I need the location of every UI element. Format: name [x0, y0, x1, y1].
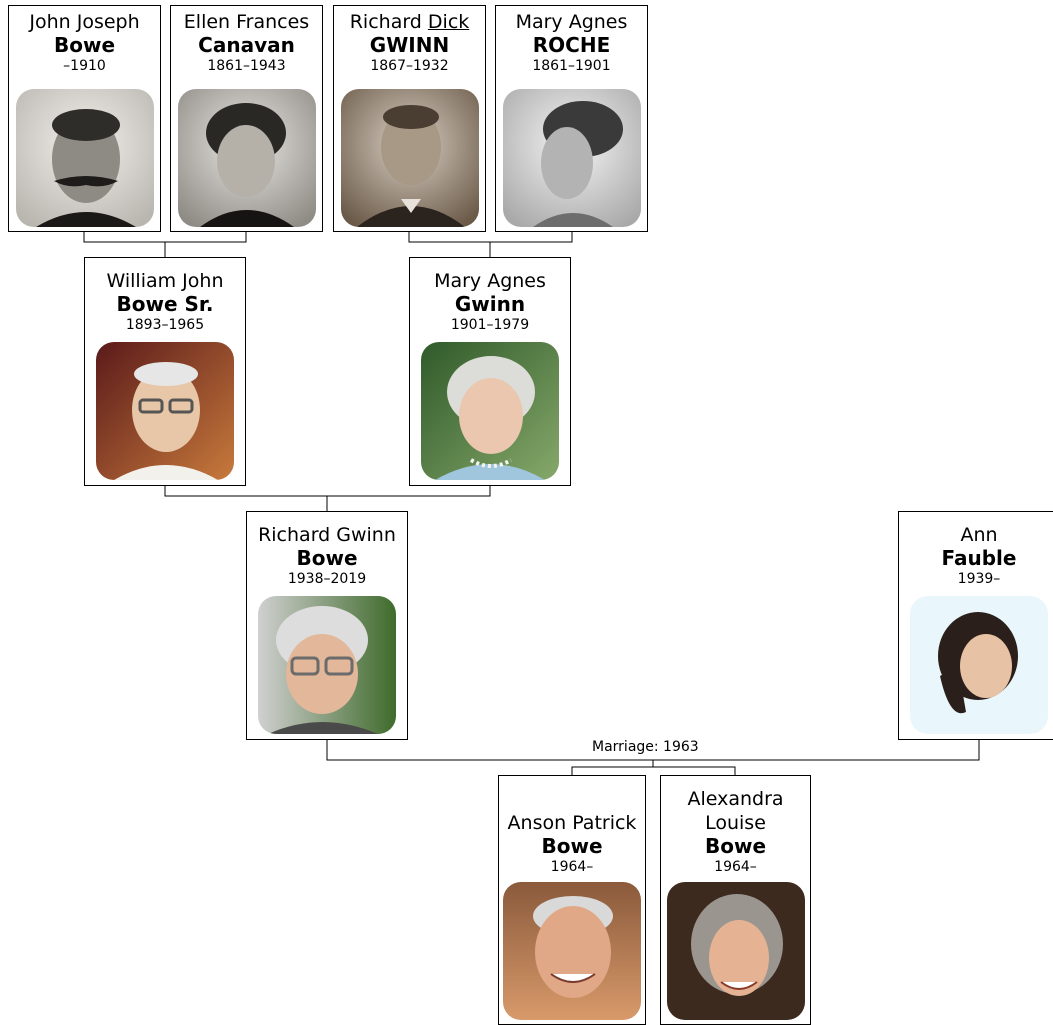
surname: Gwinn	[454, 292, 526, 316]
surname: Canavan	[198, 33, 295, 57]
nickname: Dick	[427, 11, 470, 33]
surname: Bowe Sr.	[116, 292, 214, 316]
surname: ROCHE	[532, 33, 611, 57]
given-first: Richard	[349, 11, 422, 33]
given-name: Mary Agnes	[515, 11, 628, 33]
life-dates: 1901–1979	[450, 317, 530, 333]
given-name: Anson Patrick	[507, 812, 637, 834]
life-dates: 1938–2019	[287, 571, 367, 587]
portrait-photo	[15, 89, 154, 227]
person-card-richard-dick-gwinn[interactable]: Richard Dick GWINN 1867–1932	[333, 5, 486, 232]
portrait-photo	[421, 342, 559, 480]
portrait-photo	[96, 342, 234, 480]
portrait-photo	[502, 89, 641, 227]
given-name: Richard Dick	[334, 11, 485, 33]
person-card-alexandra-louise-bowe[interactable]: Alexandra Louise Bowe 1964–	[660, 775, 811, 1025]
surname: GWINN	[369, 33, 450, 57]
life-dates: 1867–1932	[370, 58, 449, 74]
portrait-photo	[910, 596, 1048, 734]
given-name: Richard Gwinn	[258, 524, 396, 546]
portrait-photo	[177, 89, 316, 227]
surname: Bowe	[704, 834, 767, 858]
life-dates: 1964–	[550, 859, 594, 875]
marriage-label: Marriage: 1963	[590, 739, 701, 755]
surname: Bowe	[53, 33, 116, 57]
life-dates: 1861–1943	[207, 58, 286, 74]
surname: Fauble	[941, 546, 1017, 570]
connector-children	[571, 760, 736, 775]
person-card-william-john-bowe-sr[interactable]: William John Bowe Sr. 1893–1965	[84, 257, 246, 486]
person-card-mary-agnes-roche[interactable]: Mary Agnes ROCHE 1861–1901	[495, 5, 648, 232]
life-dates: 1893–1965	[125, 317, 205, 333]
life-dates: 1964–	[714, 859, 757, 875]
surname: Bowe	[296, 546, 358, 570]
portrait-photo	[666, 882, 805, 1020]
connector-bowe-canavan	[83, 231, 247, 257]
person-card-john-joseph-bowe[interactable]: John Joseph Bowe –1910	[8, 5, 161, 232]
given-name-line-2: Louise	[705, 812, 766, 834]
given-name: Mary Agnes	[434, 270, 546, 292]
person-card-mary-agnes-gwinn[interactable]: Mary Agnes Gwinn 1901–1979	[409, 257, 571, 486]
person-card-anson-patrick-bowe[interactable]: Anson Patrick Bowe 1964–	[498, 775, 646, 1025]
life-dates: 1939–	[957, 571, 1001, 587]
person-card-richard-gwinn-bowe[interactable]: Richard Gwinn Bowe 1938–2019	[246, 511, 408, 740]
given-name: Ann	[960, 524, 998, 546]
connector-bowe-gwinn	[164, 485, 491, 511]
given-name: John Joseph	[29, 11, 140, 33]
given-name: William John	[106, 270, 224, 292]
person-card-ellen-frances-canavan[interactable]: Ellen Frances Canavan 1861–1943	[170, 5, 323, 232]
life-dates: 1861–1901	[532, 58, 611, 74]
portrait-photo	[503, 882, 641, 1020]
connector-gwinn-roche	[408, 231, 573, 257]
given-name-line-1: Alexandra	[687, 788, 784, 810]
given-name: Ellen Frances	[183, 11, 310, 33]
person-card-ann-fauble[interactable]: Ann Fauble 1939–	[898, 511, 1053, 740]
portrait-photo	[340, 89, 479, 227]
life-dates: –1910	[63, 58, 106, 74]
surname: Bowe	[541, 834, 603, 858]
portrait-photo	[258, 596, 396, 734]
